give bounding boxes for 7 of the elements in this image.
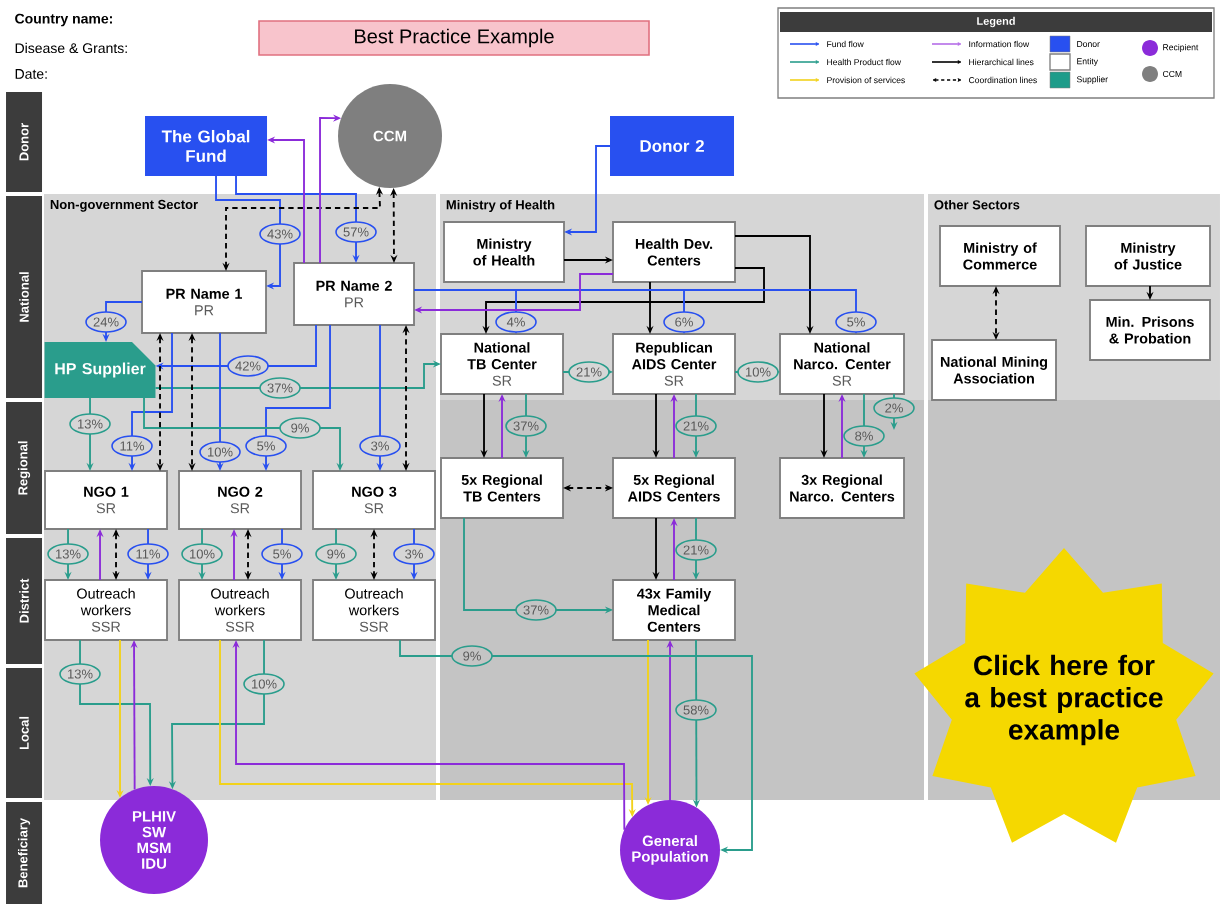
supplier-box: HP Supplier (44, 342, 156, 398)
donor-box: Donor 2 (610, 116, 734, 176)
donor-box: The Global Fund (145, 116, 267, 176)
starburst-callout: Click here for a best practice example (914, 548, 1214, 843)
title-box: Best Practice Example (258, 20, 650, 56)
arrow (215, 175, 281, 290)
arrow (399, 639, 753, 854)
